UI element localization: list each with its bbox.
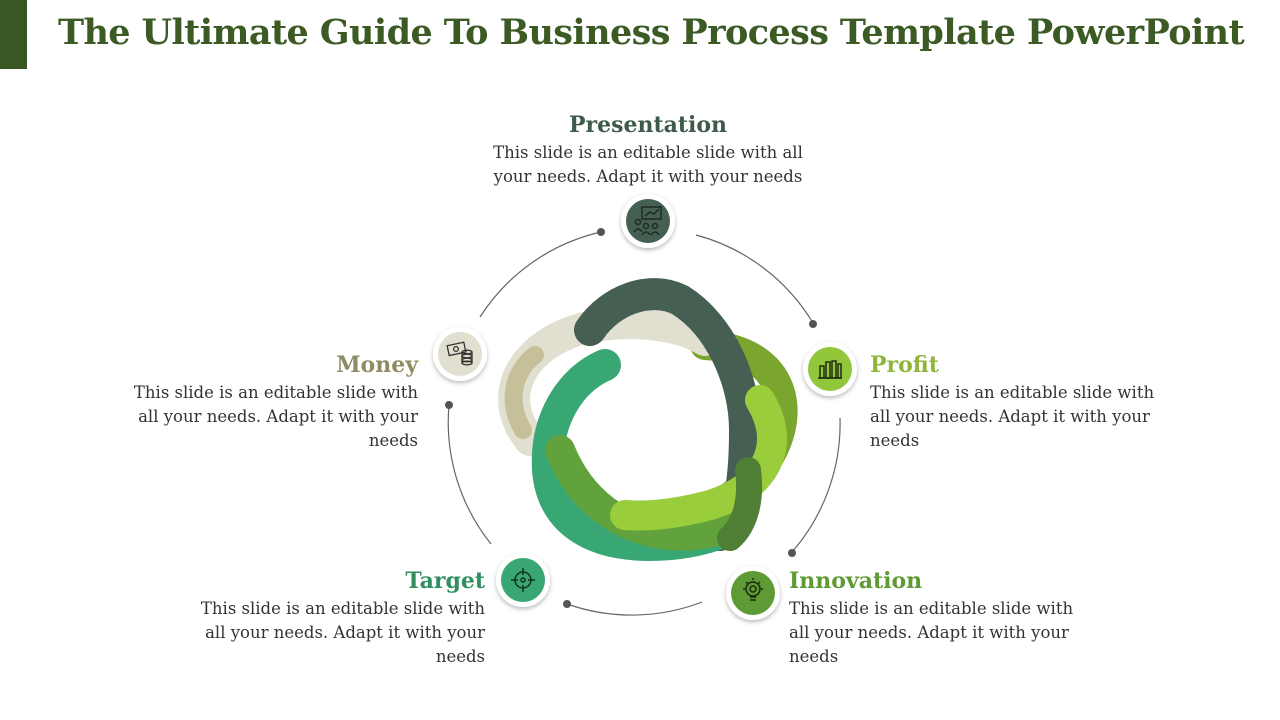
presentation-icon (633, 206, 662, 236)
ribbon-light-green-front (610, 385, 787, 531)
ribbon-beige-shade (504, 346, 544, 439)
arc-innovation-target (566, 601, 703, 616)
node-money (433, 327, 487, 381)
money-heading: Money (336, 352, 418, 378)
slide-title: The Ultimate Guide To Business Process T… (58, 12, 1245, 53)
arc-target-money (447, 404, 492, 545)
bar-chart-icon (818, 360, 842, 379)
connector-arcs (447, 231, 841, 616)
innovation-description: This slide is an editable slide with all… (789, 599, 1074, 666)
node-innovation (726, 566, 780, 620)
node-presentation (621, 194, 675, 248)
target-description: This slide is an editable slide with all… (200, 599, 485, 666)
profit-description: This slide is an editable slide with all… (870, 383, 1155, 450)
title-accent-bar (0, 0, 27, 69)
connector-dots (445, 228, 817, 608)
presentation-description: This slide is an editable slide with all… (493, 143, 803, 186)
target-icon (511, 568, 535, 592)
arc-presentation-profit (695, 234, 814, 324)
innovation-heading: Innovation (789, 568, 923, 594)
arc-profit-innovation (791, 417, 841, 553)
lightbulb-icon (743, 578, 763, 601)
ribbon-mid-green (545, 435, 755, 551)
ribbon-dark-green-lower (717, 457, 763, 551)
node-profit (803, 342, 857, 396)
money-description: This slide is an editable slide with all… (133, 383, 418, 450)
arc-money-presentation (479, 231, 602, 318)
profit-heading: Profit (870, 352, 939, 378)
money-icon (446, 341, 473, 366)
presentation-heading: Presentation (568, 112, 728, 138)
target-heading: Target (405, 568, 485, 594)
node-target (496, 553, 550, 607)
center-ribbons (498, 278, 798, 562)
